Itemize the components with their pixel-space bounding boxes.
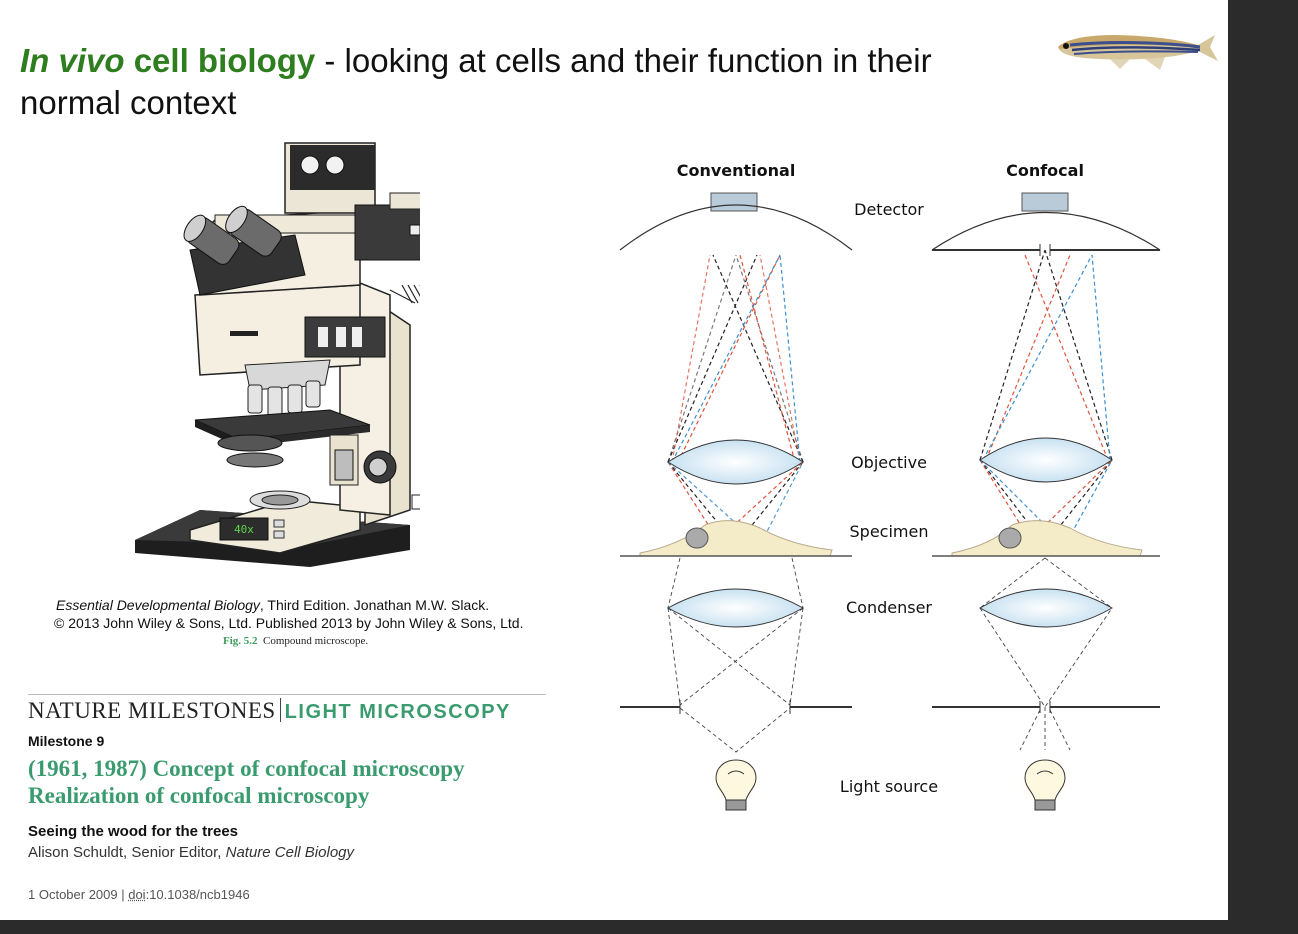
book-title: Essential Developmental Biology: [56, 597, 260, 613]
article-subtitle: Seeing the wood for the trees: [28, 823, 239, 840]
header-divider: [279, 698, 281, 722]
slide: In vivo cell biology - looking at cells …: [0, 0, 1228, 920]
milestone-title-line1: (1961, 1987) Concept of confocal microsc…: [28, 756, 465, 781]
conventional-setup: [619, 192, 853, 811]
title-italic: In vivo: [20, 42, 125, 79]
column-confocal: Confocal: [1006, 161, 1084, 180]
doi-value: :10.1038/ncb1946: [145, 887, 250, 902]
book-edition: , Third Edition. Jonathan M.W. Slack.: [259, 597, 490, 613]
confocal-condenser-lens: [978, 588, 1114, 628]
microscope-illustration: 40x: [135, 142, 420, 567]
zebrafish-image: [1058, 35, 1218, 70]
milestone-title: (1961, 1987) Concept of confocal microsc…: [28, 755, 542, 809]
journal-name: Nature Cell Biology: [225, 844, 355, 861]
label-condenser: Condenser: [846, 598, 932, 617]
slide-title: In vivo cell biology - looking at cells …: [20, 40, 1030, 124]
title-rest: - looking at cells and their function in…: [20, 42, 932, 121]
publish-date: 1 October 2009 |: [28, 887, 129, 902]
confocal-setup: [931, 192, 1161, 811]
conventional-bulb-icon: [715, 759, 757, 811]
article-author: Alison Schuldt, Senior Editor, Nature Ce…: [28, 844, 354, 861]
figure-caption-text: Compound microscope.: [263, 635, 369, 647]
label-light-source: Light source: [840, 777, 938, 796]
article-date: 1 October 2009 | doi:10.1038/ncb1946: [28, 887, 250, 902]
milestone-number: Milestone 9: [28, 733, 105, 749]
topic-name: LIGHT MICROSCOPY: [284, 701, 511, 723]
confocal-objective-lens: [979, 437, 1113, 483]
confocal-bulb-icon: [1024, 759, 1066, 811]
copyright-line: © 2013 John Wiley & Sons, Ltd. Published…: [54, 615, 524, 631]
title-bold: cell biology: [124, 42, 316, 79]
confocal-detector: [1021, 192, 1069, 212]
milestone-title-line2: Realization of confocal microscopy: [28, 783, 370, 808]
doi-link[interactable]: doi: [128, 887, 146, 902]
conventional-specimen: [639, 520, 833, 557]
magnification-display: 40x: [234, 523, 254, 536]
label-objective: Objective: [851, 453, 927, 472]
label-specimen: Specimen: [850, 522, 929, 541]
conventional-objective-lens: [667, 439, 804, 485]
book-credit: Essential Developmental Biology, Third E…: [54, 596, 524, 632]
column-conventional: Conventional: [677, 161, 796, 180]
figure-caption: Fig. 5.2 Compound microscope.: [223, 635, 368, 647]
series-name: NATURE MILESTONES: [28, 698, 276, 723]
nature-milestones-header: NATURE MILESTONES LIGHT MICROSCOPY: [28, 694, 546, 724]
confocal-specimen: [951, 520, 1143, 557]
figure-label: Fig. 5.2: [223, 635, 258, 647]
label-detector: Detector: [854, 200, 924, 219]
author-name: Alison Schuldt, Senior Editor,: [28, 844, 226, 861]
conventional-detector: [710, 192, 758, 212]
conventional-condenser-lens: [666, 588, 805, 628]
confocal-diagram: Conventional Confocal Detector Objective…: [619, 161, 1161, 811]
